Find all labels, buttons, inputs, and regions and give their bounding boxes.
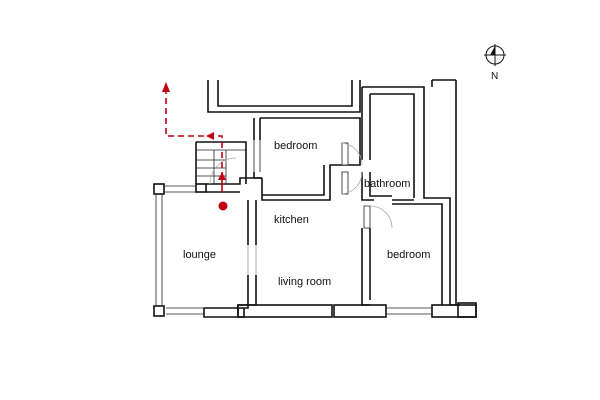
doors — [341, 142, 393, 229]
room-label-lounge: lounge — [183, 249, 216, 261]
room-label-living-room: living room — [278, 276, 331, 288]
compass-label: N — [491, 71, 498, 82]
room-label-bedroom-right: bedroom — [387, 249, 430, 261]
walls — [153, 79, 477, 318]
exit-route — [162, 82, 226, 192]
room-label-kitchen: kitchen — [274, 214, 309, 226]
you-are-here-dot — [218, 201, 228, 211]
north-compass-icon — [484, 44, 506, 66]
room-label-bedroom-top: bedroom — [274, 140, 317, 152]
room-label-bathroom: bathroom — [364, 178, 410, 190]
